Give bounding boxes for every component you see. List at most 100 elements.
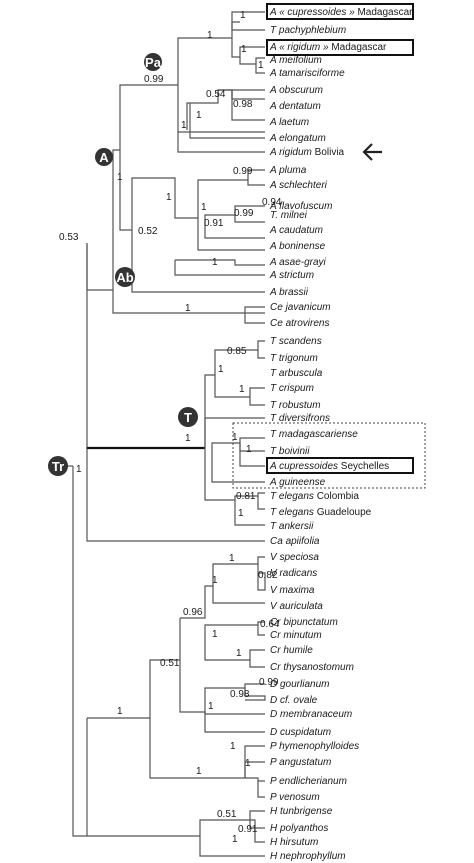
taxon-genus: A (269, 287, 279, 298)
taxon-genus: T (270, 413, 279, 424)
support-didy-a: 0.99 (259, 677, 279, 688)
taxon-genus: A (269, 133, 279, 144)
taxon-species: bipunctatum (283, 617, 337, 628)
taxon-label: T. milnei (270, 210, 308, 221)
taxon-species: thysanostomum (283, 662, 354, 673)
taxon-species: strictum (279, 270, 314, 281)
taxon-genus: Cr (270, 617, 283, 628)
taxon-species: humile (283, 645, 313, 656)
taxon-genus: T (270, 400, 279, 411)
taxon-genus: A (269, 85, 279, 96)
taxon-genus: V (270, 568, 279, 579)
support-crispum: 1 (239, 384, 245, 395)
support-obs-grp: 1 (196, 110, 202, 121)
taxon-label: A tamarisciforme (269, 68, 345, 79)
taxon-label: A asae-grayi (269, 257, 327, 268)
taxon-genus: D (270, 679, 280, 690)
taxon-species: radicans (279, 568, 317, 579)
support-crep-b: 1 (236, 648, 242, 659)
taxon-genus: D (270, 695, 280, 706)
taxon-locality: Guadeloupe (314, 507, 372, 518)
support-hymen-b: 0.91 (238, 824, 258, 835)
taxon-genus: T (270, 25, 279, 36)
taxon-label: H polyanthos (270, 823, 328, 834)
taxon-species: milnei (281, 210, 308, 221)
taxon-genus: V (270, 601, 279, 612)
support-scandens: 0.85 (227, 346, 247, 357)
taxon-label: V maxima (270, 585, 315, 596)
taxon-species: tunbrigense (280, 806, 333, 817)
taxon-label: T robustum (270, 400, 321, 411)
taxon-label: T diversifrons (270, 413, 330, 424)
taxon-label: A obscurum (269, 85, 323, 96)
taxon-genus: A (269, 165, 279, 176)
support-a-node: 1 (117, 172, 123, 183)
taxon-label: T arbuscula (270, 368, 323, 379)
support-ceph: 1 (185, 303, 191, 314)
taxon-species: venosum (279, 792, 320, 803)
support-pa-inner: 1 (181, 120, 187, 131)
taxon-genus: T (270, 446, 279, 457)
taxon-label: A cupressoides Seychelles (269, 461, 389, 472)
taxon-label: A pluma (269, 165, 307, 176)
support-dent-laet: 0.98 (233, 99, 253, 110)
taxon-label: Cr humile (270, 645, 313, 656)
taxon-genus: P (270, 792, 279, 803)
taxon-species: ankersii (279, 521, 314, 532)
taxon-label: A boninense (269, 241, 326, 252)
taxon-species: minutum (283, 630, 321, 641)
taxon-label: H nephrophyllum (270, 851, 346, 862)
taxon-genus: A (269, 147, 279, 158)
support-flavo: 1 (201, 202, 207, 213)
taxon-label: A caudatum (269, 225, 323, 236)
node-tr: Tr (48, 456, 68, 476)
taxon-label: A meifolium (269, 55, 322, 66)
taxon-species: madagascariense (279, 429, 358, 440)
node-pa: Pa (144, 53, 162, 71)
support-pa: 0.99 (144, 74, 164, 85)
support-poly-b: 1 (245, 758, 251, 769)
taxon-species: flavofuscum (279, 201, 332, 212)
taxon-species: gourlianum (280, 679, 329, 690)
taxon-species: elongatum (279, 133, 326, 144)
taxon-genus: Cr (270, 662, 283, 673)
taxon-genus: H (270, 806, 280, 817)
taxon-genus: V (270, 552, 279, 563)
taxon-genus: A (269, 201, 279, 212)
taxon-genus: A (269, 270, 279, 281)
node-label-pa: Pa (145, 55, 162, 70)
taxon-species: rigidum (279, 147, 312, 158)
taxon-species: elegans (279, 507, 314, 518)
taxon-species: brassii (279, 287, 309, 298)
taxon-species: cf. ovale (280, 695, 318, 706)
support-asae: 1 (212, 257, 218, 268)
support-pluma-grp: 1 (166, 192, 172, 203)
taxon-label: V speciosa (270, 552, 319, 563)
node-ab: Ab (115, 267, 135, 287)
support-meifo: 1 (258, 60, 264, 71)
taxon-label: T scandens (270, 336, 322, 347)
taxon-species: speciosa (279, 552, 319, 563)
support-mad-boiv: 1 (246, 444, 252, 455)
taxon-label: T madagascariense (270, 429, 358, 440)
taxon-genus: T (270, 491, 279, 502)
taxon-label: Ce javanicum (270, 302, 331, 313)
taxon-label: D cf. ovale (270, 695, 318, 706)
taxon-species: meifolium (279, 55, 322, 66)
taxon-species: arbuscula (279, 368, 323, 379)
taxon-genus: T (270, 353, 279, 364)
taxon-species: apiifolia (286, 536, 320, 547)
taxon-species: hirsutum (280, 837, 318, 848)
support-cup-pachy: 1 (207, 30, 213, 41)
taxon-label: Cr thysanostomum (270, 662, 354, 673)
support-eleg-ank: 1 (238, 508, 244, 519)
support-rig-mad: 1 (241, 44, 247, 55)
taxon-genus: A (269, 42, 279, 53)
node-label-t: T (184, 410, 192, 425)
node-a: A (95, 148, 113, 166)
taxon-genus: T. (270, 210, 281, 221)
taxon-species: atrovirens (286, 318, 330, 329)
taxon-species: « rigidum » (279, 42, 329, 53)
taxon-species: robustum (279, 400, 321, 411)
